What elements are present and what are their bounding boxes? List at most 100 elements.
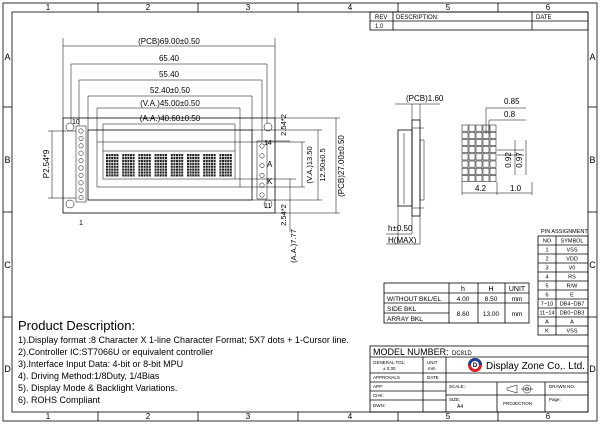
chk-label: CHK: xyxy=(373,393,384,398)
header-pin xyxy=(259,182,265,188)
lcd-dot xyxy=(130,156,132,160)
pin-label-14: 14 xyxy=(264,140,272,147)
approvals-label: APPROVALS xyxy=(373,375,400,380)
lcd-dot xyxy=(170,159,173,162)
lcd-dot xyxy=(162,162,165,165)
lcd-dot xyxy=(205,162,208,165)
lcd-dot xyxy=(138,171,141,174)
lcd-dot xyxy=(130,154,132,157)
dim-aa-height: (A.A.)7.77 xyxy=(289,229,298,263)
right-pin-frame xyxy=(256,140,268,200)
lcd-dot xyxy=(141,174,143,177)
model-number-label: MODEL NUMBER: xyxy=(373,347,449,357)
lcd-dot xyxy=(213,154,216,157)
lcd-dot xyxy=(138,165,141,168)
lcd-dot xyxy=(116,174,119,177)
lcd-dot xyxy=(203,174,206,177)
lcd-dot xyxy=(113,165,116,168)
lcd-dot xyxy=(116,156,119,160)
lcd-dot xyxy=(189,162,192,165)
lcd-dot xyxy=(222,168,224,171)
lcd-dot xyxy=(176,174,178,177)
lcd-dot xyxy=(170,162,173,165)
header-pin xyxy=(259,143,265,149)
lcd-dot xyxy=(143,168,146,171)
lcd-dot xyxy=(132,162,135,165)
lcd-dot xyxy=(132,168,135,171)
lcd-dot xyxy=(108,165,111,168)
lcd-dot xyxy=(106,171,108,174)
lcd-dot xyxy=(146,174,149,177)
right-pin-header xyxy=(259,143,265,198)
pin-table-cell: VSS xyxy=(566,248,577,254)
projection-symbol-icon xyxy=(506,384,533,394)
lcd-dot xyxy=(219,174,222,177)
detail-dot xyxy=(475,167,483,175)
detail-dot xyxy=(475,160,483,168)
detail-dot xyxy=(489,153,497,161)
lcd-dot xyxy=(157,174,160,177)
lcd-dot xyxy=(224,162,227,165)
lcd-dot xyxy=(203,156,206,160)
lcd-dot xyxy=(189,156,192,160)
lcd-dot xyxy=(170,165,173,168)
header-pin xyxy=(78,135,84,141)
lcd-dot xyxy=(124,162,127,165)
general-tol-value: ± 0.30 xyxy=(383,366,396,371)
lcd-dot xyxy=(159,171,162,174)
dim-pin-pitch-right-bottom: 2.54*2 xyxy=(279,204,288,226)
lcd-dot xyxy=(205,156,208,160)
lcd-dot xyxy=(143,165,146,168)
row-label-a-right: A xyxy=(589,52,595,62)
lcd-dot xyxy=(138,156,141,160)
lcd-dot xyxy=(224,171,227,174)
lcd-dot xyxy=(138,154,141,157)
lcd-dot xyxy=(124,165,127,168)
lcd-dot xyxy=(132,154,135,157)
detail-dot xyxy=(461,131,469,139)
lcd-dot xyxy=(194,171,197,174)
lcd-dot xyxy=(227,156,230,160)
lcd-dot xyxy=(219,165,222,168)
dim-65-40: 65.40 xyxy=(159,54,180,63)
description-line-2: 2).Controller IC:ST7066U or equivalent c… xyxy=(18,347,214,357)
detail-dot xyxy=(461,139,469,146)
lcd-dot xyxy=(122,159,125,162)
pcb-outline xyxy=(62,117,276,214)
lcd-dot xyxy=(111,171,114,174)
pin-table-cell: 11~14 xyxy=(539,311,554,317)
lcd-dot xyxy=(222,159,224,162)
front-view: 10 1 14 A K 11 (PCB)69.00±0.50 65.40 55.… xyxy=(42,37,346,263)
lcd-dot xyxy=(229,156,232,160)
thickness-header-h: h xyxy=(461,286,465,293)
lcd-dot xyxy=(192,156,195,160)
row-label-c-left: C xyxy=(4,260,11,270)
lcd-dot xyxy=(106,156,108,160)
detail-dot xyxy=(475,175,483,182)
lcd-dot xyxy=(148,165,151,168)
lcd-dot xyxy=(106,159,108,162)
description-line-1: 1).Display format :8 Character X 1-line … xyxy=(18,335,349,345)
date-header: DATE xyxy=(536,15,552,21)
lcd-dot xyxy=(122,168,125,171)
pin-table-cell: 3 xyxy=(545,266,548,272)
lcd-dot xyxy=(130,162,132,165)
col-label-4-bottom: 4 xyxy=(348,412,353,421)
lcd-dot xyxy=(116,168,119,171)
lcd-dot xyxy=(113,171,116,174)
lcd-dot xyxy=(176,168,178,171)
rev-header: REV xyxy=(375,15,387,21)
lcd-dot xyxy=(181,159,184,162)
lcd-dot xyxy=(229,159,232,162)
detail-dot xyxy=(482,167,490,175)
lcd-dot xyxy=(227,174,230,177)
pin-table-cell: K xyxy=(545,329,549,335)
lcd-dot xyxy=(157,171,160,174)
lcd-dot xyxy=(211,162,213,165)
pin-table-cell: VSS xyxy=(566,329,577,335)
col-label-5-top: 5 xyxy=(446,3,451,12)
detail-dot xyxy=(489,124,497,132)
pin-label-10: 10 xyxy=(72,119,80,126)
lcd-dot xyxy=(178,168,181,171)
